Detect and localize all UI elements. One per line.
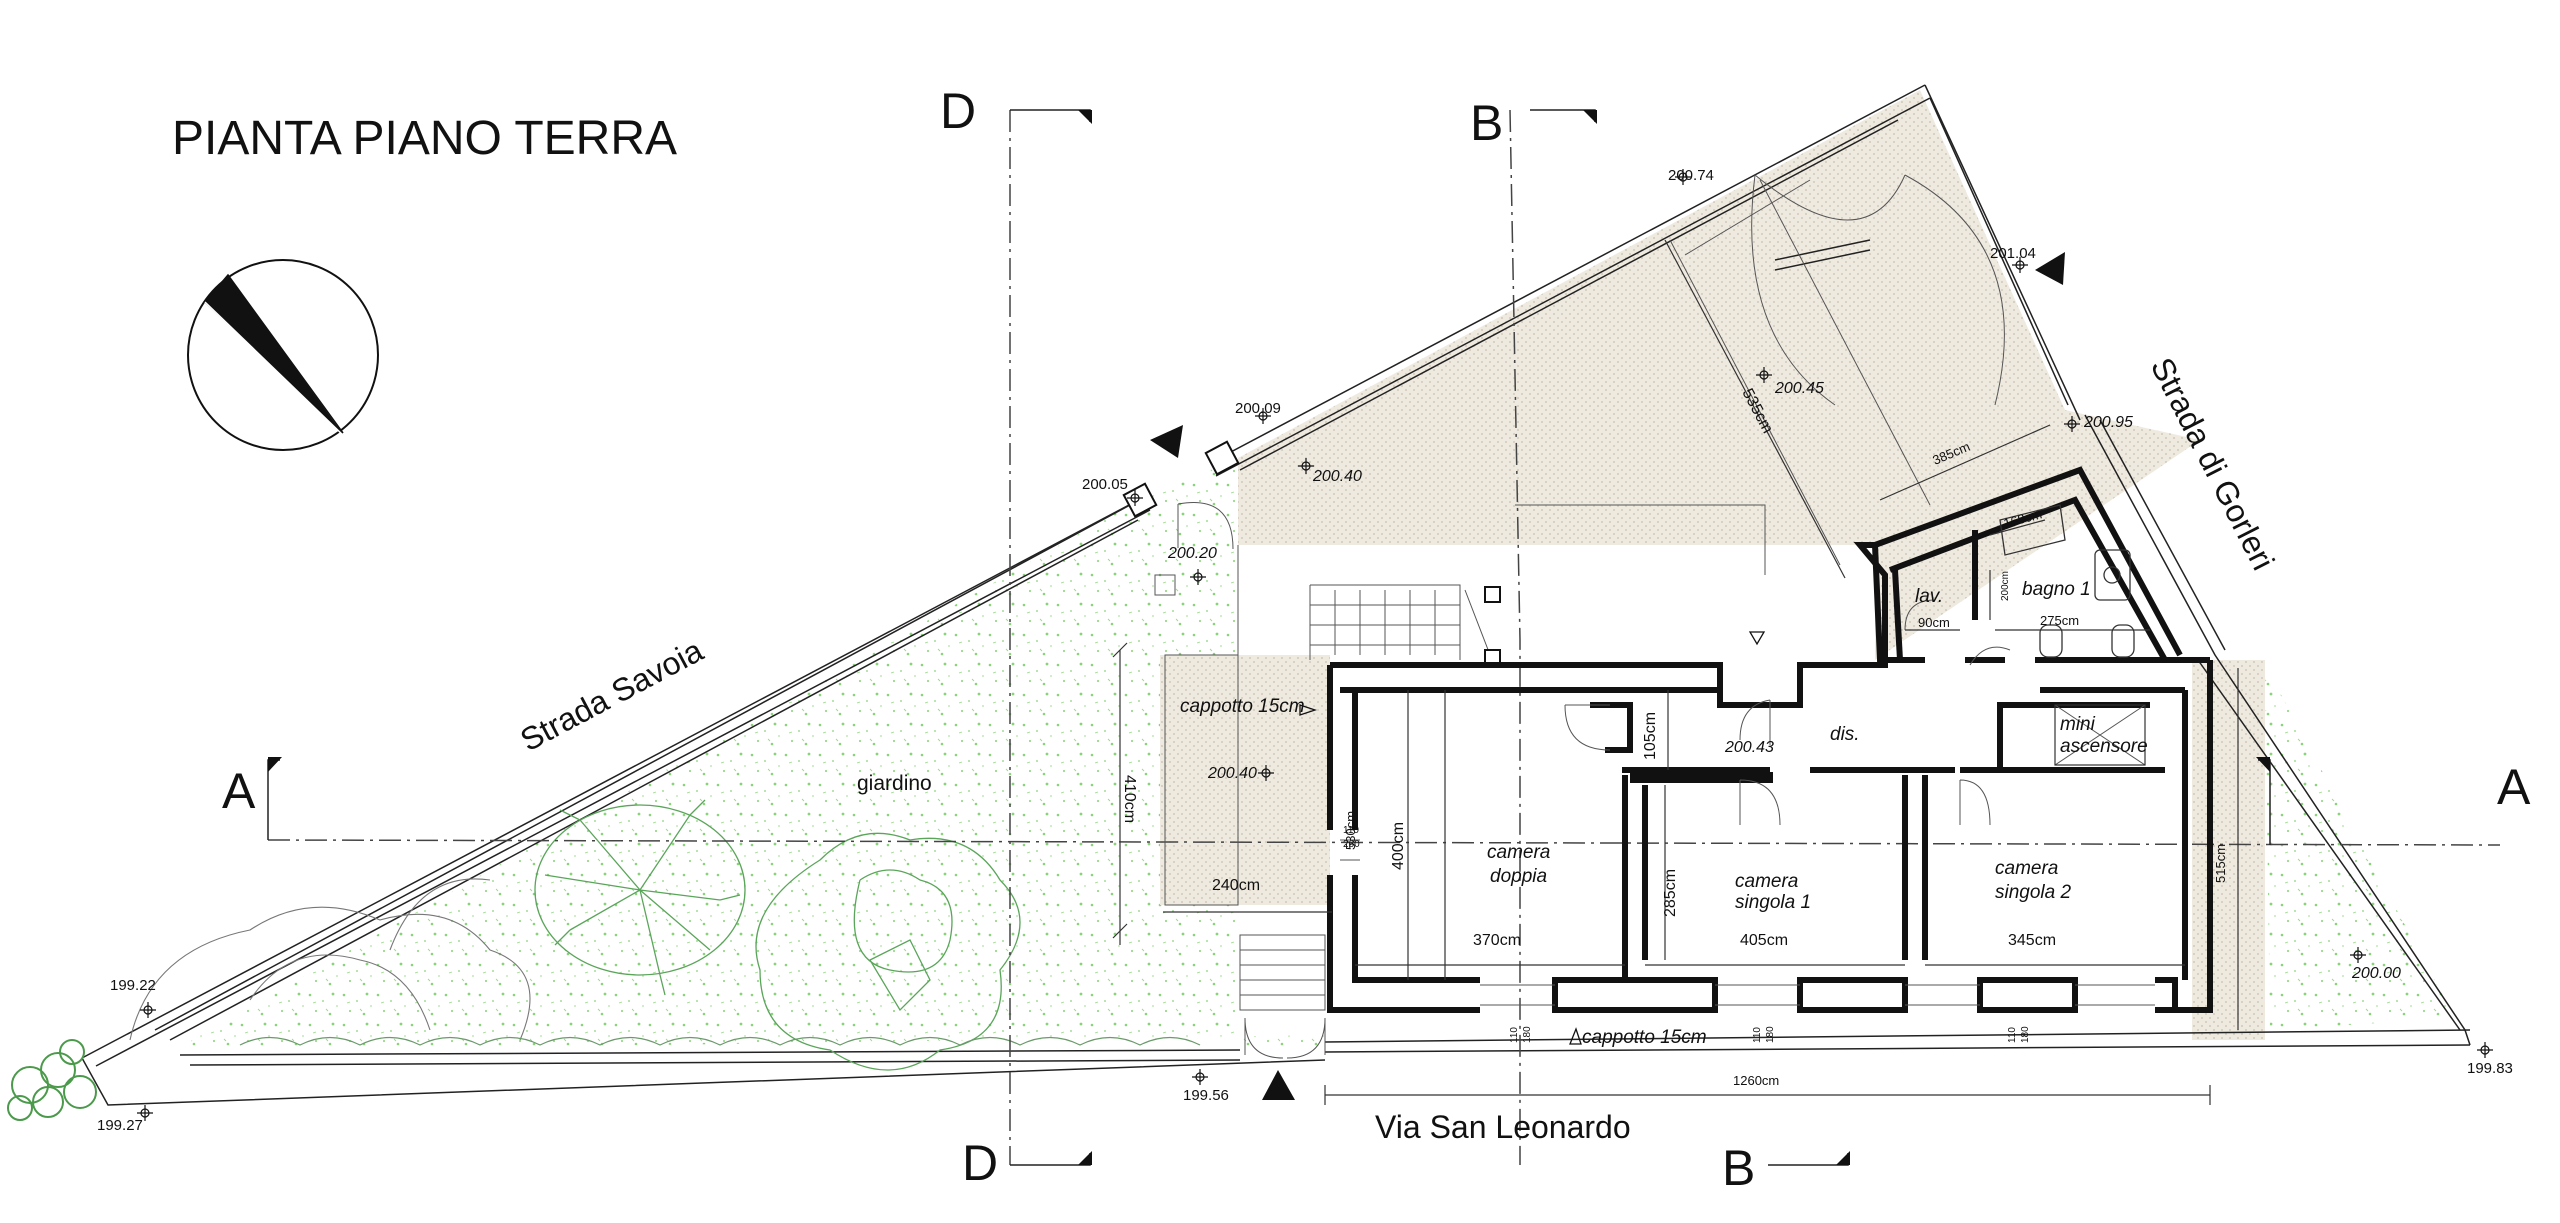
section-label-d-top: D bbox=[940, 83, 976, 139]
elevation-200-20: 200.20 bbox=[1167, 545, 1217, 562]
room-label-mini-2: ascensore bbox=[2060, 736, 2148, 757]
dim-515: 515cm bbox=[2213, 844, 2228, 883]
paving-east bbox=[2192, 660, 2265, 1040]
section-label-a-right: A bbox=[2497, 759, 2531, 815]
elevation-199-22: 199.22 bbox=[110, 977, 156, 994]
boundary-wall-leonardo bbox=[179, 1029, 2471, 1066]
elevation-200-40-terrace: 200.40 bbox=[1312, 468, 1362, 485]
room-label-dis: dis. bbox=[1830, 724, 1860, 745]
dim-400: 400cm bbox=[1390, 822, 1407, 870]
section-label-d-bottom: D bbox=[962, 1135, 998, 1191]
room-label-camera-singola1-2: singola 1 bbox=[1735, 892, 1811, 913]
entry-marker-leonardo bbox=[1262, 1070, 1295, 1100]
room-label-mini-1: mini bbox=[2060, 714, 2096, 735]
room-label-bagno: bagno 1 bbox=[2022, 579, 2091, 600]
dim-240: 240cm bbox=[1212, 877, 1260, 894]
section-line-b bbox=[1509, 109, 1850, 1166]
dim-200: 200cm bbox=[2000, 571, 2011, 601]
elevation-200-74: 200.74 bbox=[1668, 167, 1714, 184]
cappotto-label-bottom: cappotto 15cm bbox=[1582, 1027, 1707, 1048]
elevation-200-00: 200.00 bbox=[2351, 965, 2401, 982]
elevation-200-95: 200.95 bbox=[2083, 414, 2133, 431]
dimension-lines bbox=[1112, 239, 2239, 1105]
entry-marker-gorleri bbox=[2035, 252, 2065, 285]
bushes-corner bbox=[7, 1039, 97, 1121]
entry-stairs bbox=[1239, 934, 1326, 1059]
room-label-giardino: giardino bbox=[857, 772, 932, 795]
dim-275: 275cm bbox=[2040, 613, 2079, 628]
section-label-a-left: A bbox=[222, 763, 256, 819]
cappotto-label-left: cappotto 15cm bbox=[1180, 696, 1305, 717]
shrub-outline-left bbox=[129, 878, 531, 1041]
window-110-a: 110 bbox=[1343, 825, 1359, 836]
boundary-wall-savoia bbox=[81, 84, 1931, 1106]
elevation-199-83: 199.83 bbox=[2467, 1060, 2513, 1077]
window-180-b: 180 bbox=[1522, 1026, 1533, 1043]
window-180-d: 180 bbox=[2020, 1026, 2031, 1043]
hedge-row bbox=[239, 1036, 1201, 1046]
building-doors bbox=[1340, 599, 2155, 1006]
plan-title: PIANTA PIANO TERRA bbox=[172, 112, 677, 165]
tree-canopy-right bbox=[755, 832, 1021, 1071]
dim-285: 285cm bbox=[1662, 869, 1679, 917]
dim-90: 90cm bbox=[1918, 615, 1950, 630]
terrace-paving bbox=[1238, 90, 2200, 660]
tree-canopy-large bbox=[534, 799, 746, 996]
room-label-camera-doppia-1: camera bbox=[1487, 842, 1550, 863]
dim-1260: 1260cm bbox=[1733, 1073, 1779, 1088]
room-label-lav: lav. bbox=[1915, 586, 1943, 607]
window-110-c: 110 bbox=[1752, 1027, 1763, 1043]
window-260: 260 bbox=[1343, 839, 1360, 850]
elevation-199-56: 199.56 bbox=[1183, 1087, 1229, 1104]
bathroom-fixtures bbox=[1999, 504, 2135, 658]
section-line-d bbox=[1009, 109, 1092, 1166]
elevation-200-45: 200.45 bbox=[1774, 380, 1824, 397]
entry-marker-savoia bbox=[1150, 425, 1183, 458]
elevation-200-43: 200.43 bbox=[1724, 739, 1774, 756]
garden-area-east bbox=[2265, 665, 2455, 1030]
elevation-200-09: 200.09 bbox=[1235, 400, 1281, 417]
north-arrow bbox=[187, 259, 379, 451]
elevation-199-27: 199.27 bbox=[97, 1117, 143, 1134]
dim-370: 370cm bbox=[1473, 932, 1521, 949]
window-110-d: 110 bbox=[2007, 1027, 2018, 1043]
dim-105: 105cm bbox=[1642, 712, 1659, 760]
dim-530: 530cm bbox=[1343, 811, 1358, 850]
section-label-b-bottom: B bbox=[1722, 1140, 1755, 1196]
room-label-camera-singola2-1: camera bbox=[1995, 858, 2058, 879]
dim-345: 345cm bbox=[2008, 932, 2056, 949]
building-walls bbox=[1327, 466, 2213, 1013]
elevation-200-05: 200.05 bbox=[1082, 476, 1128, 493]
boundary-wall-gorleri bbox=[1774, 84, 2471, 1046]
elevation-201-04: 201.04 bbox=[1990, 245, 2036, 262]
section-line-a bbox=[267, 757, 2501, 846]
garden-area bbox=[175, 458, 1325, 1052]
room-label-camera-singola1-1: camera bbox=[1735, 871, 1798, 892]
window-180-c: 180 bbox=[1765, 1026, 1776, 1043]
room-label-camera-doppia-2: doppia bbox=[1490, 866, 1547, 887]
dim-410: 410cm bbox=[1121, 775, 1138, 823]
street-label-leonardo: Via San Leonardo bbox=[1375, 1109, 1631, 1145]
dim-405: 405cm bbox=[1740, 932, 1788, 949]
section-label-b-top: B bbox=[1470, 95, 1503, 151]
street-label-savoia: Strada Savoia bbox=[514, 632, 709, 758]
window-110-b: 110 bbox=[1509, 1027, 1520, 1043]
elevation-200-40-patio: 200.40 bbox=[1207, 765, 1257, 782]
room-label-camera-singola2-2: singola 2 bbox=[1995, 882, 2071, 903]
terrace-details bbox=[1154, 174, 2005, 906]
elevation-crosses bbox=[137, 169, 2493, 1121]
